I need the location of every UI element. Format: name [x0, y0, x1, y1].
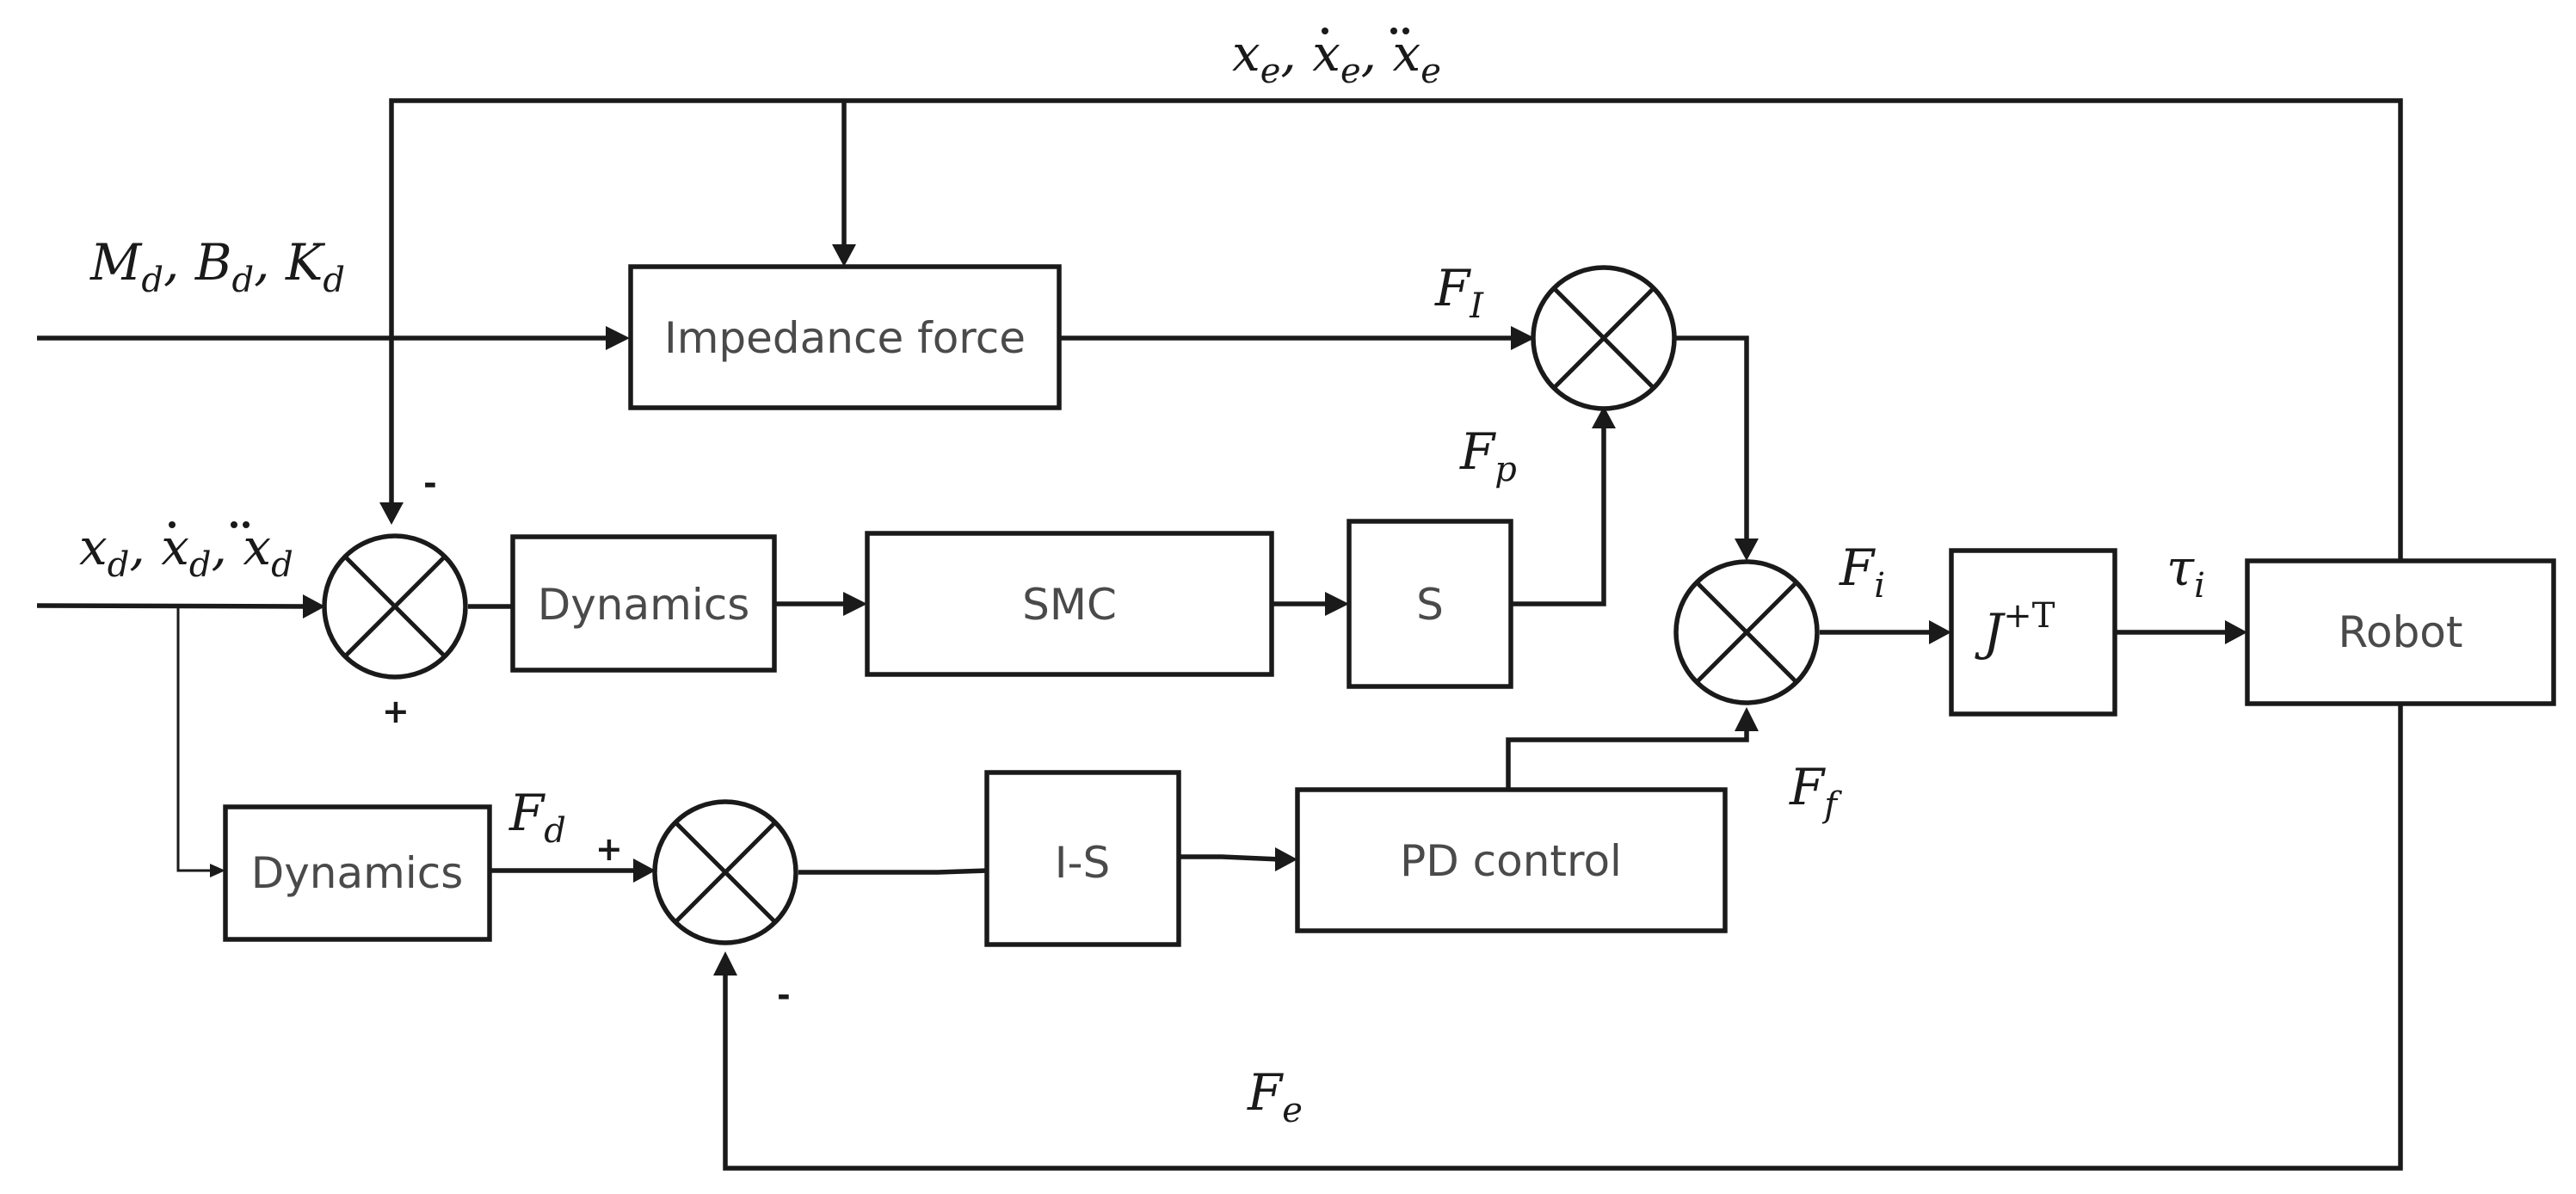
dot-xd-2a	[231, 521, 237, 528]
wire-s-to-top-sum	[1511, 423, 1606, 606]
tau-i-label: τi	[2166, 539, 2205, 606]
pd-control-block: PD control	[1295, 787, 1728, 933]
arrow-into-top-sum	[1511, 326, 1535, 350]
summing-junction-right	[1673, 559, 1820, 705]
s-block: S	[1347, 519, 1513, 689]
wire-pd-to-right-sum	[1506, 724, 1749, 788]
arrow-into-right-sum-bottom	[1735, 707, 1759, 731]
arrow-into-left-sum	[303, 594, 325, 619]
i-s-label: I-S	[1055, 838, 1111, 888]
env-state-label: xe, xe, xe	[1232, 24, 1441, 91]
f-f-label: Ff	[1789, 758, 1842, 825]
smc-block: SMC	[865, 531, 1274, 677]
f-impedance-label: FI	[1434, 259, 1484, 326]
arrow-into-robot	[2225, 620, 2247, 644]
f-p-label: Fp	[1459, 422, 1517, 489]
wire-top-sum-to-right-sum	[1676, 335, 1749, 544]
robot-block: Robot	[2245, 558, 2556, 706]
arrow-into-pd	[1275, 847, 1297, 871]
arrow-into-bottom-dynamics	[210, 864, 225, 877]
dynamics-block-top: Dynamics	[510, 534, 777, 673]
feedback-wire-env-state	[389, 98, 2403, 561]
dot-xd-1	[169, 521, 176, 528]
impedance-force-block: Impedance force	[628, 264, 1062, 410]
arrow-into-impedance-left	[606, 326, 630, 350]
f-e-label: Fe	[1247, 1063, 1303, 1130]
f-i-label: Fi	[1839, 539, 1885, 606]
summing-junction-bottom	[652, 799, 798, 945]
summing-junction-top	[1531, 265, 1677, 411]
desired-state-label: xd, xd, xd	[79, 518, 293, 585]
dynamics-bottom-label: Dynamics	[251, 848, 464, 898]
s-label: S	[1416, 580, 1444, 630]
wire-is-to-pd	[1179, 854, 1281, 862]
arrow-into-right-sum-top	[1735, 539, 1759, 561]
arrow-into-impedance-top	[832, 244, 856, 267]
arrow-into-bottom-sum-below	[713, 951, 737, 976]
arrow-into-smc	[843, 592, 867, 616]
wire-bottom-sum-to-is	[798, 868, 988, 875]
impedance-force-label: Impedance force	[664, 313, 1026, 363]
i-s-block: I-S	[984, 770, 1181, 947]
arrow-into-left-sum-top	[379, 502, 404, 525]
dot-xe-2b	[1402, 28, 1409, 34]
dot-xe-2a	[1390, 28, 1397, 34]
desired-params-label: Md, Bd, Kd	[89, 233, 345, 300]
pd-control-label: PD control	[1400, 836, 1622, 886]
arrow-into-top-sum-bottom	[1592, 406, 1616, 428]
f-d-label: Fd	[508, 784, 566, 851]
sign-bottom-sum-below: -	[777, 976, 791, 1014]
smc-label: SMC	[1022, 580, 1117, 630]
robot-label: Robot	[2338, 607, 2462, 657]
dot-xd-2b	[243, 521, 250, 528]
arrow-into-jacobian	[1929, 620, 1951, 644]
dynamics-block-bottom: Dynamics	[223, 804, 492, 942]
feedback-wire-force	[723, 705, 2403, 1171]
dot-xe-1	[1322, 28, 1328, 34]
arrow-into-bottom-sum	[633, 859, 656, 883]
wire-desired-state-branch	[176, 606, 211, 872]
sign-bottom-sum-left: +	[595, 830, 623, 868]
summing-junction-left	[322, 533, 468, 680]
sign-left-sum-bottom: +	[382, 692, 410, 730]
dynamics-top-label: Dynamics	[538, 580, 750, 630]
arrow-into-s	[1325, 592, 1349, 616]
jacobian-block: J+T	[1949, 548, 2117, 717]
sign-left-sum-top: -	[423, 465, 437, 502]
